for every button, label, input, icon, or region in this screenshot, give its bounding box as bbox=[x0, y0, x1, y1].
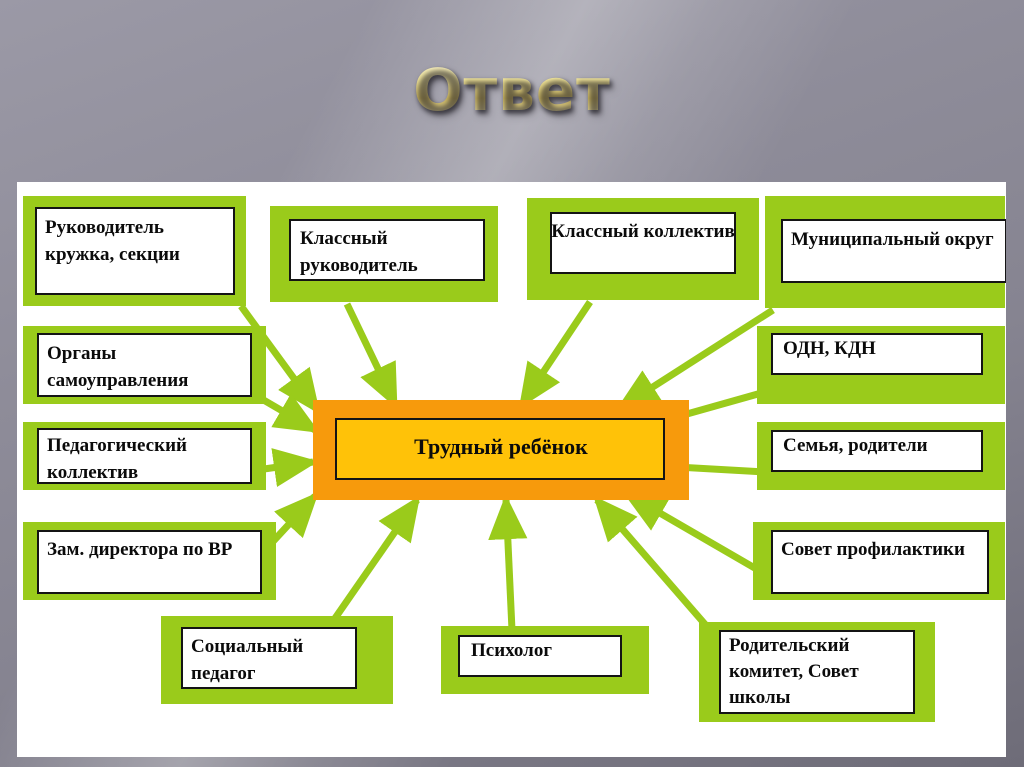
node-ruk-kruzhka[interactable]: Руководитель кружка, секции bbox=[23, 196, 246, 306]
node-klassny-kollektiv[interactable]: Классный коллектив bbox=[527, 198, 759, 300]
node-organy-samoupr-frame bbox=[37, 333, 252, 397]
node-zam-direktora-label: Зам. директора по ВР bbox=[47, 539, 233, 560]
node-klassny-ruk-frame bbox=[289, 219, 485, 281]
line-rod-komitet bbox=[593, 495, 720, 641]
line-klassny-ruk bbox=[343, 302, 399, 410]
line-psiholog bbox=[488, 494, 528, 631]
node-klassny-ruk-label: Классный руководитель bbox=[300, 228, 418, 276]
node-zam-direktora[interactable]: Зам. директора по ВР bbox=[23, 522, 276, 600]
page-title: Ответ bbox=[413, 56, 611, 124]
node-munic-okrug[interactable]: Муниципальный округ bbox=[765, 196, 1006, 308]
node-center-difficult-child[interactable]: Трудный ребёнок bbox=[313, 400, 689, 500]
node-ped-kollektiv-label: Педагогический коллектив bbox=[47, 435, 187, 483]
node-odn-kdn-label: ОДН, КДН bbox=[783, 338, 876, 359]
node-sovet-profilakt-label: Совет профилактики bbox=[781, 539, 965, 560]
node-ped-kollektiv-frame bbox=[37, 428, 252, 484]
node-soc-pedagog-label: Социальный педагог bbox=[191, 636, 304, 684]
node-psiholog-frame bbox=[458, 635, 622, 677]
title-area: Ответ bbox=[0, 56, 1024, 124]
node-munic-okrug-frame bbox=[781, 219, 1006, 283]
node-soc-pedagog-frame bbox=[181, 627, 357, 689]
node-psiholog[interactable]: Психолог bbox=[441, 626, 649, 694]
node-sovet-profilakt-frame bbox=[771, 530, 989, 594]
node-klassny-kollektiv-label: Классный коллектив bbox=[551, 221, 735, 242]
node-rod-komitet[interactable]: Родительский комитет, Совет школы bbox=[699, 622, 935, 722]
node-ruk-kruzhka-frame bbox=[35, 207, 235, 295]
node-odn-kdn-frame bbox=[771, 333, 983, 375]
line-klassny-kollektiv bbox=[518, 300, 593, 409]
line-sovet-profilakt bbox=[622, 490, 767, 578]
node-ped-kollektiv[interactable]: Педагогический коллектив bbox=[23, 422, 266, 490]
node-organy-samoupr-label: Органы самоуправления bbox=[47, 343, 189, 391]
node-psiholog-label: Психолог bbox=[471, 640, 552, 661]
node-ruk-kruzhka-label: Руководитель кружка, секции bbox=[45, 217, 180, 265]
node-semya-roditeli-label: Семья, родители bbox=[783, 435, 928, 456]
center-frame bbox=[335, 418, 665, 480]
node-munic-okrug-label: Муниципальный округ bbox=[791, 229, 994, 250]
node-semya-roditeli[interactable]: Семья, родители bbox=[757, 422, 1005, 490]
node-rod-komitet-frame bbox=[719, 630, 915, 714]
node-semya-roditeli-frame bbox=[771, 430, 983, 472]
node-rod-komitet-label: Родительский комитет, Совет школы bbox=[729, 635, 859, 708]
node-klassny-ruk[interactable]: Классный руководитель bbox=[270, 206, 498, 302]
node-zam-direktora-frame bbox=[37, 530, 262, 594]
node-klassny-kollektiv-frame bbox=[550, 212, 736, 274]
center-label: Трудный ребёнок bbox=[414, 434, 588, 459]
node-soc-pedagog[interactable]: Социальный педагог bbox=[161, 616, 393, 704]
line-munic-okrug bbox=[615, 307, 775, 412]
node-organy-samoupr[interactable]: Органы самоуправления bbox=[23, 326, 266, 404]
diagram-panel: Руководитель кружка, секции Органы самоу… bbox=[17, 182, 1006, 757]
node-sovet-profilakt[interactable]: Совет профилактики bbox=[753, 522, 1005, 600]
node-odn-kdn[interactable]: ОДН, КДН bbox=[757, 326, 1005, 404]
